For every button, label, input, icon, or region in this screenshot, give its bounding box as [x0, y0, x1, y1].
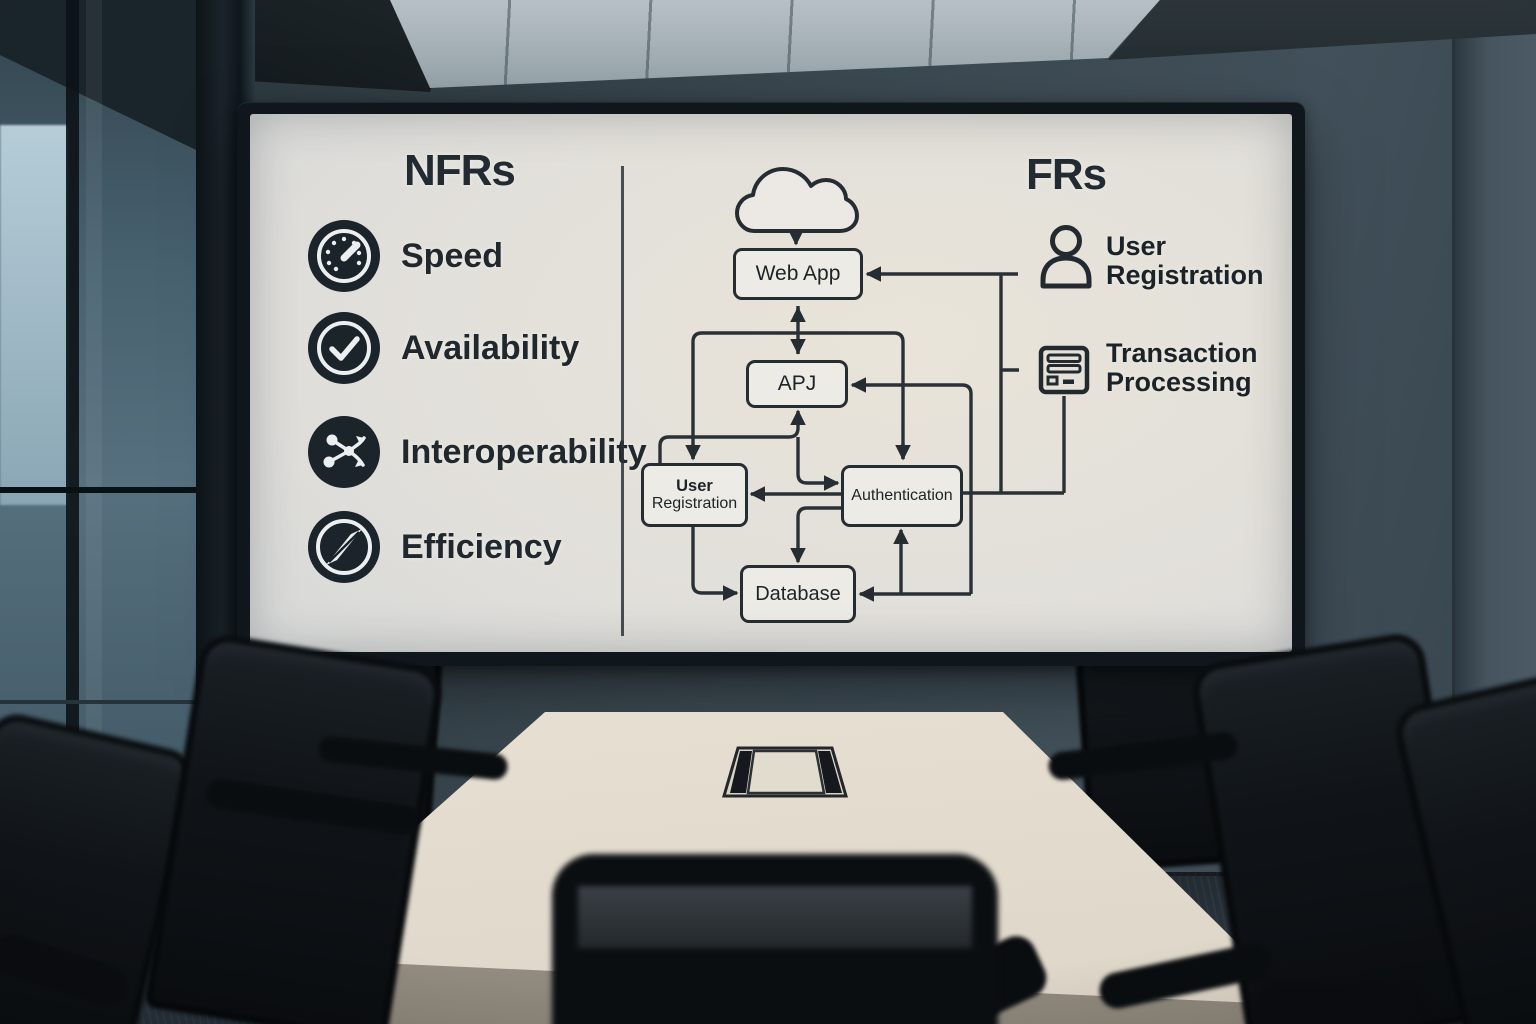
node-label-line1: User — [676, 476, 713, 495]
person-icon — [1040, 225, 1092, 289]
fr-title: FRs — [1026, 150, 1107, 199]
flow-node-database: Database — [740, 565, 856, 623]
window-mullion — [66, 0, 79, 880]
nfr-label: Interoperability — [401, 432, 647, 471]
nfr-label: Speed — [401, 236, 504, 275]
nfr-item-availability: Availability — [307, 311, 579, 385]
fr-label-line1: User — [1106, 231, 1167, 261]
node-label: Web App — [755, 262, 841, 286]
section-divider — [621, 166, 624, 636]
cloud-icon — [735, 167, 859, 233]
cable-hatch — [722, 746, 848, 798]
nfr-label: Efficiency — [401, 527, 562, 566]
fr-label-line2: Processing — [1106, 367, 1252, 397]
fr-item-transaction-processing: Transaction Processing — [1106, 339, 1258, 397]
node-label: APJ — [777, 372, 817, 396]
chair-base — [1255, 985, 1425, 1024]
flow-node-api: APJ — [746, 360, 848, 408]
card-reader-icon — [1038, 345, 1090, 395]
presentation-screen: NFRs Speed — [237, 102, 1305, 666]
fr-item-user-registration: User Registration — [1106, 232, 1264, 290]
flow-node-authentication: Authentication — [841, 465, 963, 527]
speedometer-icon — [308, 220, 380, 292]
nfr-label: Availability — [401, 328, 580, 367]
window-light-streak — [86, 0, 102, 880]
foreground-office-chair — [552, 854, 998, 1024]
fr-label-line2: Registration — [1106, 260, 1264, 290]
fr-label-line1: Transaction — [1106, 338, 1258, 368]
nfr-item-speed: Speed — [307, 219, 503, 293]
check-circle-icon — [308, 312, 380, 384]
flow-node-user-registration: User Registration — [641, 463, 748, 527]
flowchart-canvas — [658, 167, 1066, 602]
node-label: Database — [755, 582, 841, 605]
nfr-item-efficiency: Efficiency — [307, 510, 562, 584]
flow-node-web-app: Web App — [733, 248, 863, 300]
compass-icon — [308, 511, 380, 583]
window-mullion — [0, 700, 196, 704]
node-label: Authentication — [851, 487, 953, 505]
window-mullion — [0, 487, 196, 493]
screen-surface: NFRs Speed — [250, 114, 1292, 652]
node-label-line2: Registration — [651, 495, 738, 513]
nfr-title: NFRs — [404, 146, 516, 195]
network-nodes-icon — [308, 416, 380, 488]
nfr-item-interoperability: Interoperability — [307, 415, 647, 489]
window-bright-pane — [0, 125, 68, 505]
flow-connectors — [658, 229, 1066, 602]
